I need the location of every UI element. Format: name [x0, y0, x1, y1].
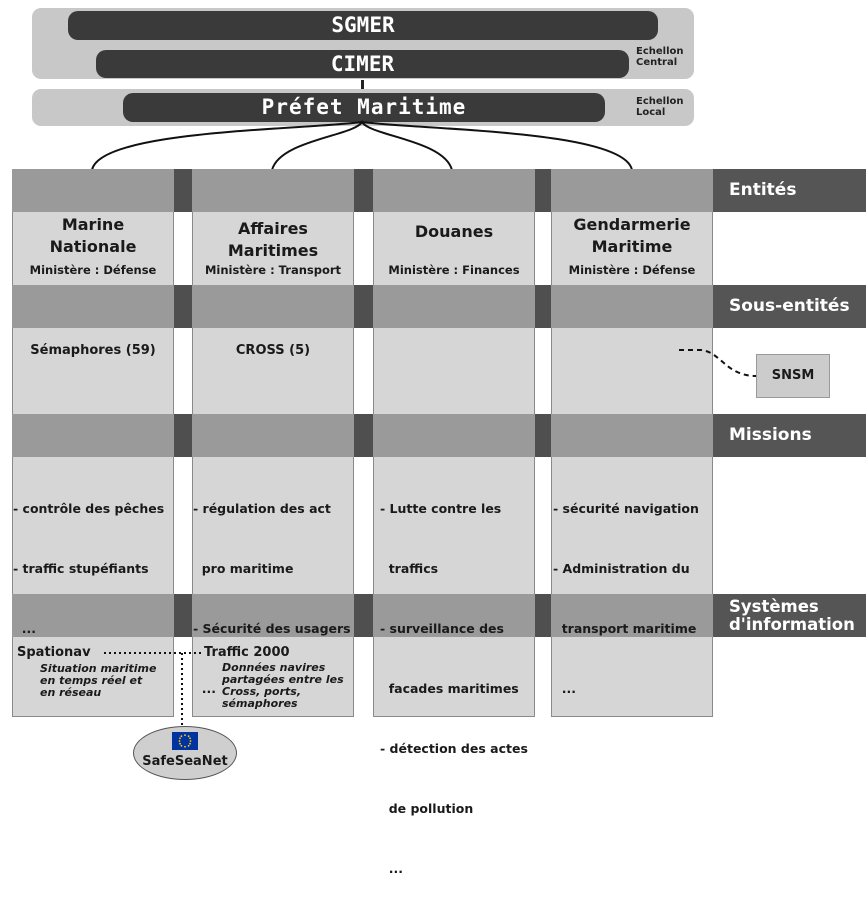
sub-entity-cross: CROSS (5) — [235, 343, 311, 358]
gap-3b — [535, 328, 551, 414]
prefet-maritime-box: Préfet Maritime — [123, 93, 605, 122]
mission-item: transport maritime — [553, 621, 697, 636]
mission-item: ... — [13, 621, 36, 636]
missions-douanes: - Lutte contre les traffics - surveillan… — [380, 459, 528, 899]
system-traffic2000-desc: Données navires partagées entre les Cros… — [222, 661, 344, 710]
gap-3 — [535, 212, 551, 285]
strip-gap — [174, 285, 192, 328]
system-traffic2000: Traffic 2000 — [204, 645, 290, 660]
mission-item: ... — [193, 681, 216, 696]
strip-gap — [174, 169, 192, 212]
gap-3c — [535, 457, 551, 594]
safeseanet-label: SafeSeaNet — [142, 754, 228, 769]
gap-1c — [174, 457, 192, 594]
mission-item: - contrôle des pêches — [13, 501, 165, 516]
strip-gap — [535, 414, 551, 457]
prefet-to-entities-arcs — [91, 119, 633, 171]
gap-2b — [354, 328, 373, 414]
cimer-prefet-connector — [361, 80, 364, 89]
ministry-affaires: Ministère : Transport — [204, 263, 342, 277]
cimer-box: CIMER — [96, 50, 629, 78]
strip-gap — [174, 414, 192, 457]
mission-item: - détection des actes — [380, 741, 528, 756]
mission-item: traffics — [380, 561, 439, 576]
sub-entity-semaphores: Sémaphores (59) — [30, 343, 156, 358]
gap-2d — [354, 637, 373, 780]
missions-marine: - contrôle des pêches - traffic stupéfia… — [13, 459, 164, 659]
mission-item: facades maritimes — [380, 681, 519, 696]
strip-gap — [354, 285, 373, 328]
mission-item: - régulation des act — [193, 501, 331, 516]
ministry-douanes: Ministère : Finances — [388, 263, 520, 277]
gap-2c — [354, 457, 373, 594]
mission-item: - Sécurité des usagers — [193, 621, 351, 636]
mission-item: ... — [380, 861, 403, 876]
strip-gap — [535, 169, 551, 212]
mission-item: - surveillance des — [380, 621, 504, 636]
strip-gap — [354, 169, 373, 212]
gap-1b — [174, 328, 192, 414]
snsm-box: SNSM — [756, 354, 830, 398]
missions-gendarmerie: - sécurité navigation - Administration d… — [553, 459, 699, 719]
mission-item: - sécurité navigation — [553, 501, 699, 516]
strip-gap — [354, 414, 373, 457]
entity-name-affaires: Affaires Maritimes — [227, 219, 319, 260]
systems-dotted-links — [104, 652, 202, 730]
row-label-sous-entites: Sous-entités — [713, 285, 866, 328]
missions-affaires: - régulation des act pro maritime - Sécu… — [193, 459, 351, 719]
strip-gap — [174, 594, 192, 637]
echelon-local-label: Echellon Local — [636, 96, 684, 118]
strip-gap — [354, 594, 373, 637]
echelon-central-label: Echellon Central — [636, 46, 684, 68]
mission-item: ... — [553, 681, 576, 696]
sgmer-box: SGMER — [68, 11, 658, 40]
gap-2 — [354, 212, 373, 285]
entity-name-marine: Marine Nationale — [49, 215, 137, 256]
entity-name-gendarmerie: Gendarmerie Maritime — [573, 215, 691, 256]
gap-1 — [174, 212, 192, 285]
row-label-entites: Entités — [713, 169, 866, 212]
strip-gap — [535, 285, 551, 328]
snsm-connector — [679, 349, 757, 377]
strip-gap — [535, 594, 551, 637]
ministry-gendarmerie: Ministère : Défense — [568, 263, 696, 277]
gap-3d — [535, 637, 551, 780]
ministry-marine: Ministère : Défense — [29, 263, 157, 277]
mission-item: pro maritime — [193, 561, 294, 576]
eu-flag-icon — [172, 732, 198, 750]
safeseanet-node: SafeSeaNet — [133, 726, 237, 780]
entity-name-douanes: Douanes — [414, 222, 494, 241]
mission-item: - Administration du — [553, 561, 690, 576]
system-spationav: Spationav — [17, 645, 91, 660]
mission-item: de pollution — [380, 801, 474, 816]
system-spationav-desc: Situation maritime en temps réel et en r… — [40, 662, 157, 699]
row-label-missions: Missions — [713, 414, 866, 457]
mission-item: - traffic stupéfiants — [13, 561, 149, 576]
mission-item: - Lutte contre les — [380, 501, 502, 516]
row-label-systemes: Systèmes d'information — [713, 594, 866, 637]
